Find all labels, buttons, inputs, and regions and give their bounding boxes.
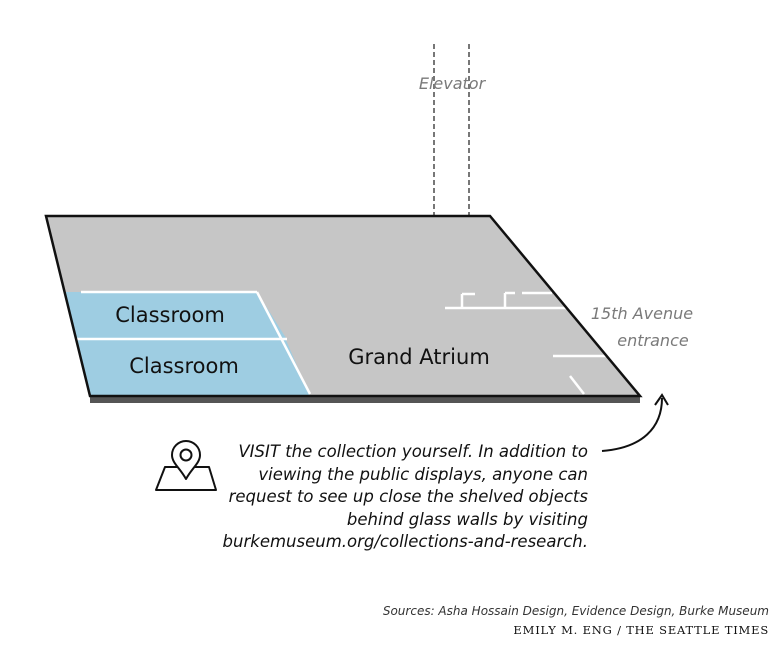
classroom-upper-label: Classroom <box>115 303 225 327</box>
elevator-label: Elevator <box>419 74 487 93</box>
sources-note: Sources: Asha Hossain Design, Evidence D… <box>382 604 769 618</box>
map-pin-icon <box>155 440 217 491</box>
visit-callout: VISIT the collection yourself. In additi… <box>168 441 588 554</box>
visit-line: burkemuseum.org/collections-and-research… <box>222 532 588 551</box>
visit-line: viewing the public displays, anyone can <box>258 464 588 484</box>
elevator-shaft <box>433 44 470 216</box>
classroom-upper-area <box>65 292 286 338</box>
interior-walls <box>77 290 606 395</box>
visit-line: request to see up close the shelved obje… <box>228 487 588 506</box>
entrance-label-line-2: entrance <box>617 331 689 350</box>
grand-atrium-label: Grand Atrium <box>348 345 490 369</box>
floor-edge <box>90 396 640 403</box>
curved-arrow-icon <box>601 393 669 452</box>
byline: EMILY M. ENG / THE SEATTLE TIMES <box>513 623 769 637</box>
visit-line: behind glass walls by visiting <box>346 509 588 529</box>
classroom-lower-area <box>76 340 310 396</box>
floor-outline <box>44 214 643 398</box>
classroom-lower-label: Classroom <box>129 354 239 378</box>
entrance-label-line-1: 15th Avenue <box>591 304 693 323</box>
visit-line: VISIT the collection yourself. In additi… <box>238 442 588 461</box>
credits: Sources: Asha Hossain Design, Evidence D… <box>383 604 769 637</box>
